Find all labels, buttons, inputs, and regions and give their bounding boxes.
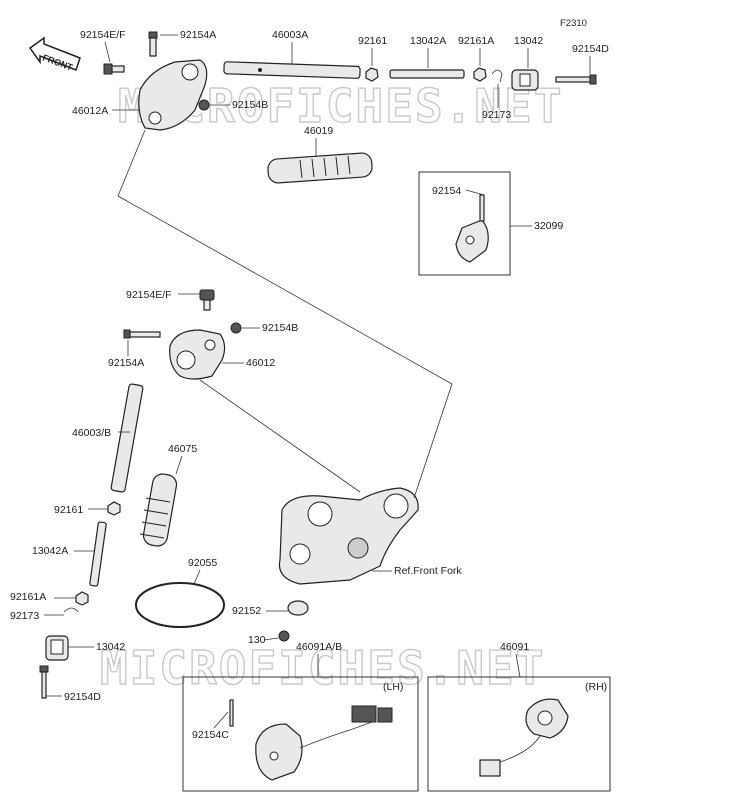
label-92154d-top: 92154D (572, 43, 609, 55)
handlebar-46003b (110, 383, 144, 493)
bolt-92154ef-top (103, 63, 125, 75)
label-ref-front-fork: Ref.Front Fork (394, 565, 462, 577)
handlebar-46003a (223, 61, 361, 79)
label-92161-mid: 92161 (54, 504, 83, 516)
box-lh-switch (182, 676, 419, 792)
label-92154b-mid: 92154B (262, 322, 298, 334)
label-92161a-mid: 92161A (10, 591, 46, 603)
label-92154a-mid: 92154A (108, 357, 144, 369)
switch-46091ab-lh (229, 699, 393, 781)
weight-13042-top (511, 69, 539, 91)
nut-92161-mid (107, 501, 121, 516)
label-32099: 32099 (534, 220, 563, 232)
label-46003b: 46003/B (72, 427, 111, 439)
bolt-92154d-top (555, 74, 597, 85)
clamp-46012 (169, 329, 226, 380)
label-46075: 46075 (168, 443, 197, 455)
figure-code: F2310 (560, 18, 587, 29)
label-92154d-mid: 92154D (64, 691, 101, 703)
rod-13042a-mid (89, 521, 107, 587)
label-92173-top: 92173 (482, 109, 511, 121)
label-46012a: 46012A (72, 105, 108, 117)
bolt-130 (278, 630, 290, 642)
bolt-92154d-mid (39, 665, 49, 699)
label-46091ab: 46091A/B (296, 641, 342, 653)
upper-triple-clamp (278, 487, 419, 585)
switch-32099 (455, 194, 489, 263)
clip-92173-top (491, 69, 503, 83)
label-13042-mid: 13042 (96, 641, 125, 653)
nut-92161-top (365, 67, 379, 82)
label-92161-top: 92161 (358, 35, 387, 47)
label-92154-box: 92154 (432, 185, 461, 197)
grip-46019 (267, 152, 373, 184)
bolt-92154ef-mid (199, 289, 215, 311)
label-92154a-top: 92154A (180, 29, 216, 41)
label-rh: (RH) (585, 681, 607, 693)
nut-92152 (287, 600, 309, 616)
nut-92161a-mid (75, 591, 89, 606)
box-rh-switch (427, 676, 611, 792)
label-92154b-top: 92154B (232, 99, 268, 111)
bolt-92154a-top (148, 31, 158, 57)
label-92152: 92152 (232, 605, 261, 617)
label-lh: (LH) (383, 681, 403, 693)
bolt-92154b-top (198, 99, 210, 111)
weight-13042-mid (45, 635, 69, 661)
front-arrow-icon: FRONT (28, 36, 81, 73)
box-32099 (418, 171, 511, 276)
grip-46075 (139, 473, 178, 547)
nut-92161a-top (473, 67, 487, 82)
label-13042-top: 13042 (514, 35, 543, 47)
label-46019: 46019 (304, 125, 333, 137)
clamp-46012a (138, 59, 208, 131)
rod-13042a-top (389, 69, 465, 79)
label-130: 130 (248, 634, 266, 646)
label-46091: 46091 (500, 641, 529, 653)
watermark-bottom: MICROFICHES.NET (100, 641, 545, 695)
bolt-92154a-mid (123, 329, 161, 339)
label-46012: 46012 (246, 357, 275, 369)
band-92055 (135, 582, 225, 628)
bolt-92154b-mid (230, 322, 242, 334)
label-92055: 92055 (188, 557, 217, 569)
label-92154ef-mid: 92154E/F (126, 289, 172, 301)
label-92154ef-top: 92154E/F (80, 29, 126, 41)
label-13042a-top: 13042A (410, 35, 446, 47)
label-13042a-mid: 13042A (32, 545, 68, 557)
label-92173-mid: 92173 (10, 610, 39, 622)
label-92154c: 92154C (192, 729, 229, 741)
label-46003a: 46003A (272, 29, 308, 41)
label-92161a-top: 92161A (458, 35, 494, 47)
clip-92173-mid (63, 607, 79, 613)
switch-46091-rh (479, 698, 569, 777)
